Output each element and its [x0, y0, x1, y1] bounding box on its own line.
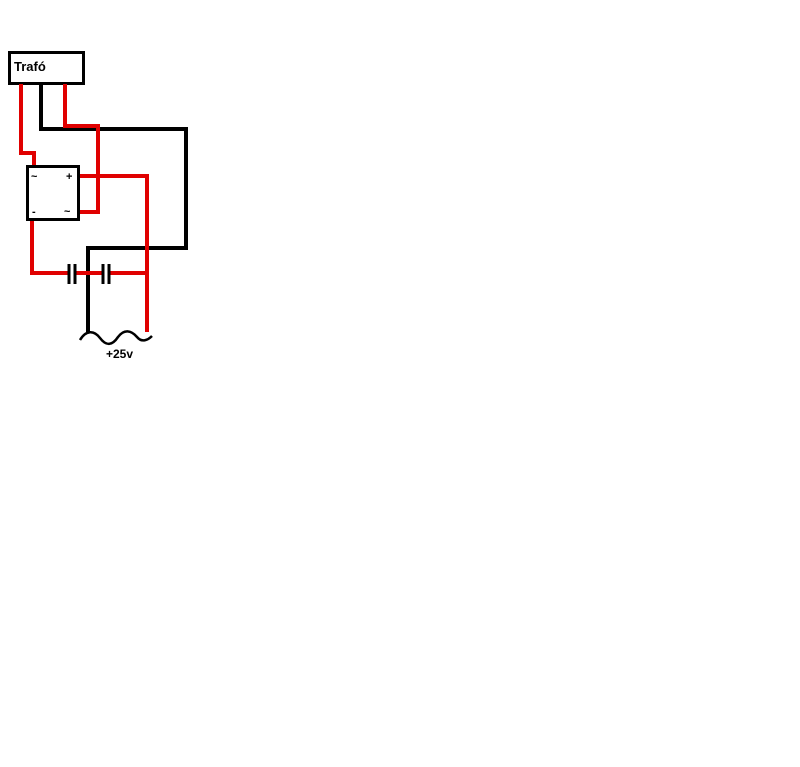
black-wires	[39, 84, 188, 332]
bridge-pin-ac-top: ~	[31, 171, 38, 183]
transformer: Trafó	[8, 51, 85, 85]
transformer-box	[8, 51, 85, 85]
bridge-pin-ac-bottom: ~	[64, 206, 71, 218]
capacitor-2	[101, 264, 111, 284]
black-wire-center-tap	[39, 84, 188, 332]
bridge-pin-minus: -	[32, 206, 36, 218]
red-wire-minus-caps	[30, 218, 68, 275]
red-wire-trafo-left	[19, 84, 36, 168]
output-load-symbol	[78, 330, 153, 346]
bridge-rectifier: ~ + - ~	[26, 165, 80, 221]
red-wire-trafo-right	[63, 84, 100, 214]
red-wires	[19, 84, 149, 332]
capacitor-1	[67, 264, 77, 284]
bridge-pin-plus: +	[66, 171, 72, 183]
red-wire-plus-output	[74, 174, 149, 332]
bridge-rectifier-box	[26, 165, 80, 221]
transformer-label: Trafó	[14, 59, 46, 74]
output-voltage-label: +25v	[106, 347, 133, 361]
